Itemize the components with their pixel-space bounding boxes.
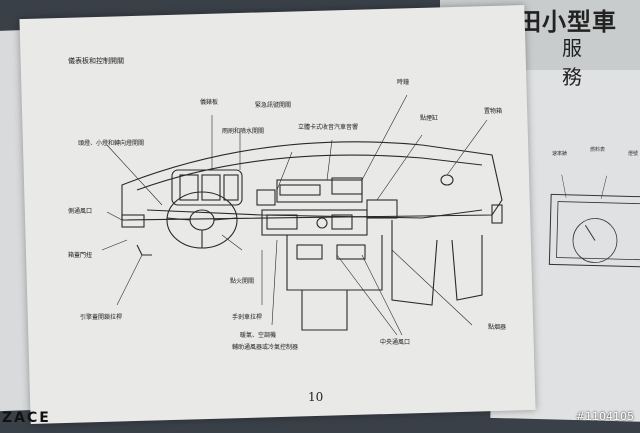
- watermark: #1104105: [575, 410, 634, 423]
- label-parking-brake: 手剎車拉桿: [232, 314, 263, 321]
- section-title: 儀表板和控制開關: [68, 57, 124, 65]
- right-page-label: 燈號: [628, 151, 639, 157]
- dashboard-diagram: [101, 94, 503, 336]
- label-hazard-switch: 緊急訊號開關: [255, 102, 292, 109]
- label-lighter: 點烟器: [488, 324, 507, 331]
- right-page-label: 燃料表: [590, 147, 606, 153]
- label-cigarette-lighter: 點煙缸: [420, 115, 439, 122]
- label-headlight-switch: 頭燈、小燈和轉向燈開關: [78, 140, 145, 147]
- background-page-right: [490, 57, 640, 423]
- label-fuse-door: 箱蓋門扭: [68, 252, 93, 259]
- label-center-vent: 中央通風口: [380, 339, 411, 346]
- label-ignition-switch: 點火開關: [230, 278, 255, 285]
- speedometer-diagram: [548, 174, 640, 268]
- page-number: 10: [308, 390, 324, 404]
- label-heater-ac: 暖氣、空調機: [240, 332, 277, 339]
- right-page-label: 速率錶: [552, 151, 568, 157]
- label-radio: 立體卡式收音汽車音響: [298, 124, 359, 131]
- label-aux-vent: 輔助通風器或冷氣控制器: [232, 344, 299, 351]
- header-subtitle: 服 務: [562, 36, 596, 89]
- brand-logo: ZACE: [2, 410, 51, 426]
- label-wiper-switch: 雨刷和噴水開關: [222, 128, 265, 135]
- label-glove-box: 置物箱: [484, 108, 503, 115]
- label-instrument-panel: 儀錶板: [200, 99, 219, 106]
- label-side-vent: 側通風口: [68, 208, 93, 215]
- label-clock: 時鐘: [397, 79, 410, 86]
- label-hood-release: 引擎蓋開鎖拉桿: [80, 314, 123, 321]
